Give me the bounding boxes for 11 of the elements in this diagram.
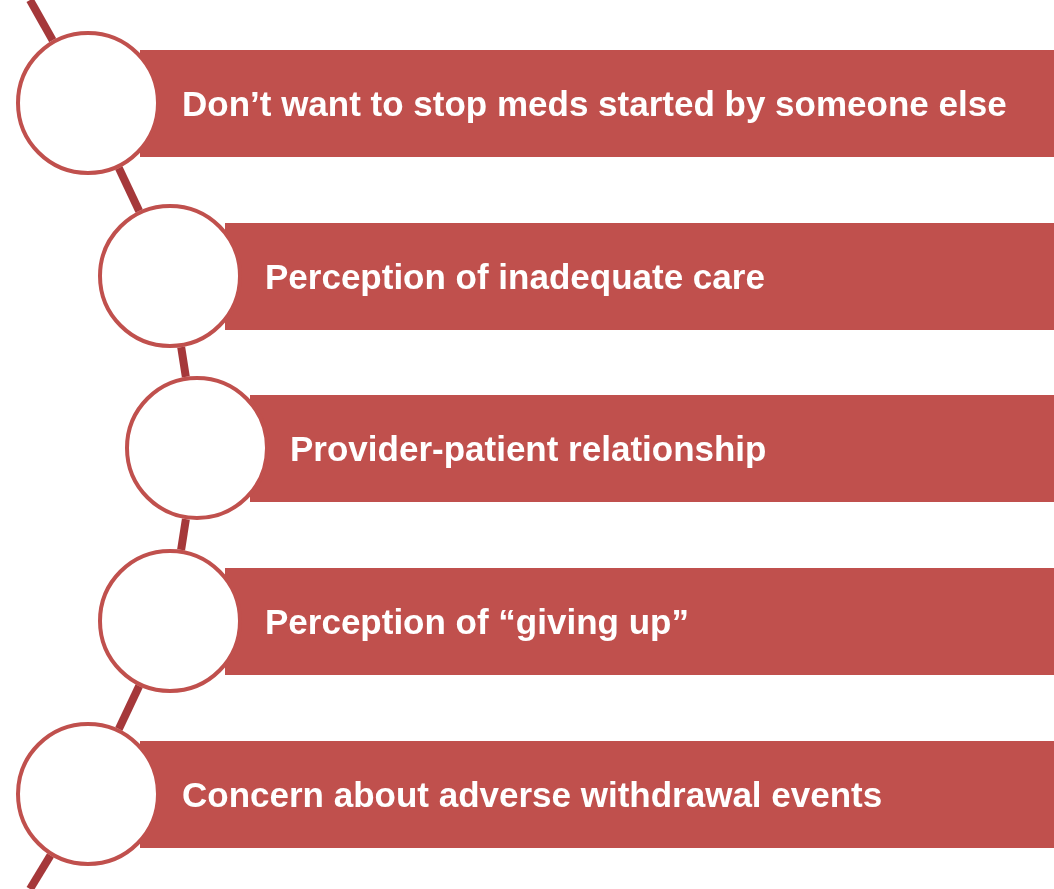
list-item-bar: Concern about adverse withdrawal events [140,741,1054,848]
list-item-bar: Perception of inadequate care [225,223,1054,330]
connector-line [26,853,54,889]
list-item-bar: Don’t want to stop meds started by someone else [140,50,1054,157]
connector-line [177,346,190,378]
connector-line [115,684,143,731]
list-item-bar: Perception of “giving up” [225,568,1054,675]
list-item-bar: Provider-patient relationship [250,395,1054,502]
connector-line [115,166,143,213]
connector-line [26,0,57,43]
connector-line [177,518,190,551]
